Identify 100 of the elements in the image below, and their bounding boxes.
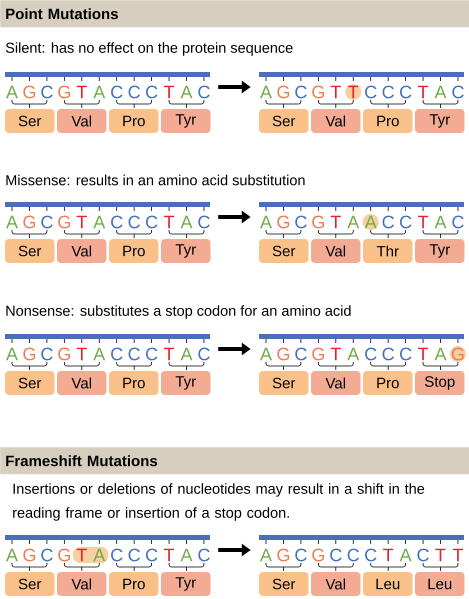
dna-strand: A G C G C C C T A C T T [259, 535, 464, 562]
node-label: C [295, 216, 307, 228]
node-label: G [58, 548, 70, 562]
node-label: C [198, 216, 210, 228]
node-label: A [180, 548, 192, 562]
node-label: C [295, 348, 307, 360]
node-label: A [6, 548, 18, 562]
dna-strand: A G C G T A C C C T A C [5, 535, 210, 563]
amino-acid-box: Pro [363, 371, 412, 395]
node-label: A [347, 348, 360, 360]
dna-strand: A G C G T A C C C T A C [5, 72, 210, 98]
node-label: C [382, 86, 394, 98]
node-label: C [400, 348, 412, 360]
amino-acid-box: Val [57, 371, 106, 395]
node-label: A [260, 86, 272, 98]
node-label: C [400, 216, 412, 228]
amino-acid-box: Thr [363, 239, 412, 263]
node-label: A [93, 348, 106, 360]
amino-acid-box: Val [57, 572, 106, 596]
node-label: C [365, 86, 377, 98]
dna-strand: A G C G T A C C C T A G [259, 334, 466, 362]
node-label: G [23, 216, 36, 228]
section-header: Point Mutations [0, 0, 469, 28]
node-label: C [128, 216, 140, 228]
node-label: T [418, 348, 428, 360]
node-label: T [348, 86, 358, 98]
node-label: G [277, 348, 290, 360]
node-label: G [23, 348, 36, 360]
node-label: A [434, 348, 446, 360]
node-label: G [58, 348, 70, 360]
node-label: G [312, 216, 324, 228]
node-label: G [312, 548, 324, 562]
amino-acid-box: Pro [109, 239, 158, 263]
node-label: C [330, 548, 342, 562]
node-label: A [180, 348, 192, 360]
node-label: C [452, 216, 464, 228]
node-label: G [58, 86, 70, 98]
node-label: G [312, 86, 324, 98]
node-label: C [111, 216, 123, 228]
node-label: T [330, 216, 341, 228]
node-label: T [164, 86, 174, 98]
node-label: C [365, 348, 377, 360]
node-label: C [452, 86, 464, 98]
amino-acid-box: Pro [109, 371, 158, 395]
amino-acid-box: Pro [109, 109, 158, 133]
node-label: A [180, 216, 192, 228]
node-label: A [434, 86, 446, 98]
node-label: C [348, 548, 360, 562]
amino-acid-box: Leu [415, 572, 464, 596]
node-label: C [382, 348, 394, 360]
description-text: Missense: results in an amino acid substitution [6, 174, 305, 186]
node-label: T [330, 348, 341, 360]
amino-acid-box: Ser [5, 572, 54, 596]
amino-acid-box: Val [311, 239, 360, 263]
node-label: C [146, 86, 158, 98]
node-label: A [260, 548, 272, 562]
node-label: A [364, 216, 377, 228]
description-text: Nonsense: substitutes a stop codon for an amino acid [6, 305, 351, 319]
node-label: A [6, 86, 18, 98]
amino-acid-box: Tyr [415, 109, 464, 133]
amino-acid-box: Val [57, 109, 106, 133]
node-label: A [400, 548, 412, 562]
section-header: Frameshift Mutations [0, 447, 469, 474]
amino-acid-box: Ser [5, 109, 54, 133]
dna-strand: A G C G T T C C C T A C [259, 72, 464, 100]
node-label: T [383, 548, 394, 562]
node-label: C [111, 548, 123, 562]
node-label: A [93, 86, 106, 98]
amino-acid-box: Pro [363, 109, 412, 133]
node-label: T [164, 548, 174, 562]
dna-strand: A G C G T A C C C T A C [5, 334, 210, 360]
node-label: T [76, 216, 87, 228]
node-label: G [312, 348, 324, 360]
node-label: A [6, 348, 18, 360]
amino-acid-box: Ser [5, 371, 54, 395]
node-label: A [260, 216, 272, 228]
node-label: C [198, 548, 210, 562]
node-label: C [111, 348, 123, 360]
node-label: T [76, 348, 87, 360]
node-label: C [128, 86, 140, 98]
dna-strand: A G C G T A A C C T A C [259, 202, 464, 230]
node-label: G [277, 548, 290, 562]
node-label: C [128, 548, 140, 562]
description-text: Silent: has no effect on the protein sequence [6, 42, 293, 56]
node-label: G [58, 216, 70, 228]
node-label: T [164, 348, 174, 360]
node-label: C [417, 548, 429, 562]
amino-acid-box: Val [311, 371, 360, 395]
node-label: C [41, 86, 53, 98]
node-label: A [434, 216, 446, 228]
node-label: A [6, 216, 18, 228]
node-label: T [418, 86, 428, 98]
node-label: C [146, 548, 158, 562]
node-label: T [435, 548, 446, 562]
dna-strand: A G C G T A C C C T A C [5, 202, 210, 228]
node-label: T [452, 548, 464, 562]
node-label: T [76, 548, 87, 562]
amino-acid-box: Tyr [161, 239, 210, 263]
amino-acid-box: Val [57, 239, 106, 263]
amino-acid-box: Tyr [161, 109, 210, 133]
